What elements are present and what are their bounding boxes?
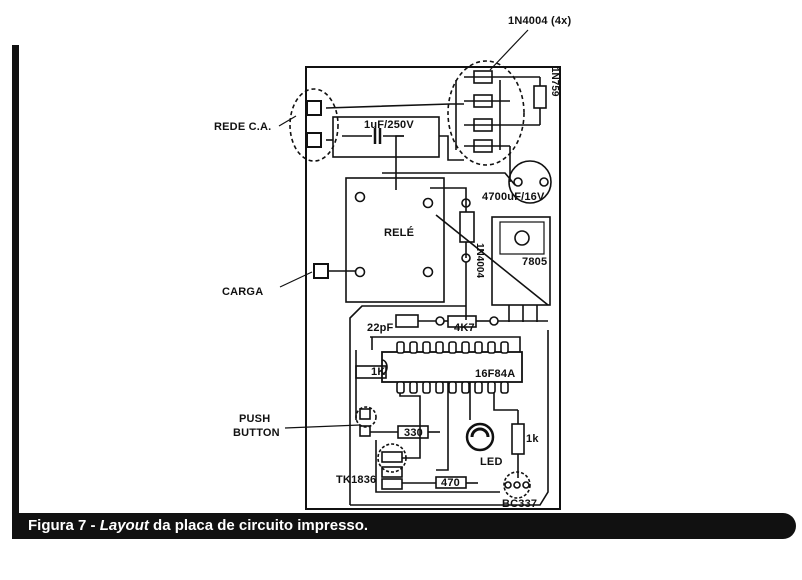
caption-suffix: da placa de circuito impresso. (148, 517, 369, 534)
mcu-pin (461, 341, 470, 354)
mcu-pin (396, 341, 405, 354)
tk1836-pin (381, 478, 403, 490)
caption-italic: Layout (99, 517, 149, 534)
resistor-330-label: 330 (404, 427, 423, 439)
tk1836-label: TK1836 (336, 474, 377, 486)
mcu-pin (500, 381, 509, 394)
relay-pin (354, 191, 366, 203)
mcu-pin (500, 341, 509, 354)
resistor-1k-right-label: 1k (526, 433, 539, 445)
ac-capacitor-frame (332, 116, 440, 158)
push-button-label-line2: BUTTON (233, 427, 280, 439)
mcu-pin (487, 341, 496, 354)
regulator-label: 7805 (522, 256, 548, 268)
board-outline (305, 66, 561, 510)
relay-pin (422, 197, 434, 209)
mcu-pin (435, 381, 444, 394)
push-button-label-line1: PUSH (239, 413, 271, 425)
resistor-4k7-label: 4K7 (454, 322, 475, 334)
relay-diode-label: 1N4004 (474, 243, 485, 278)
relay-body (345, 177, 445, 303)
transistor-bc337 (503, 471, 531, 499)
mains-label: REDE C.A. (214, 121, 272, 133)
mcu-pin (435, 341, 444, 354)
capacitor-22pf-label: 22pF (367, 322, 394, 334)
tk1836-pin (381, 451, 403, 463)
resistor-470-label: 470 (441, 477, 460, 489)
push-button (355, 406, 377, 428)
ac-capacitor-label: 1uF/250V (364, 119, 414, 131)
caption-bar (12, 513, 796, 539)
figure-caption: Figura 7 - Layout da placa de circuito i… (28, 517, 368, 534)
mains-terminal (306, 100, 322, 116)
mcu-pin (474, 381, 483, 394)
mains-ellipse (289, 88, 339, 162)
tk1836-pin (381, 466, 403, 478)
mcu-pin (422, 341, 431, 354)
relay-diode (459, 211, 475, 243)
mcu-pin (409, 381, 418, 394)
mcu-pin (409, 341, 418, 354)
load-label: CARGA (222, 286, 264, 298)
mcu-pin (448, 381, 457, 394)
mcu-pin (474, 341, 483, 354)
capacitor-22pf (395, 314, 419, 328)
mains-terminal (306, 132, 322, 148)
relay-pin (354, 266, 366, 278)
resistor-1k-right (511, 423, 525, 455)
mcu-label: 16F84A (475, 368, 516, 380)
zener-label: 1N759 (549, 67, 560, 97)
mcu-pin (396, 381, 405, 394)
left-margin-bar (12, 45, 19, 515)
bridge-ellipse (447, 60, 525, 166)
led (465, 422, 495, 452)
mcu-pin (487, 381, 496, 394)
mcu-pin (422, 381, 431, 394)
relay-label: RELÉ (384, 227, 415, 239)
filter-capacitor-label: 4700uF/16V (482, 191, 545, 203)
diodes-label: 1N4004 (4x) (508, 15, 572, 27)
caption-prefix: Figura 7 - (28, 517, 100, 534)
mcu-pin (448, 341, 457, 354)
led-label: LED (480, 456, 503, 468)
zener-diode (533, 85, 547, 109)
filter-capacitor (508, 160, 552, 204)
resistor-1k-left-label: 1K (371, 366, 386, 378)
mcu-pin (461, 381, 470, 394)
relay-pin (422, 266, 434, 278)
load-terminal (313, 263, 329, 279)
transistor-label: BC337 (502, 498, 538, 510)
